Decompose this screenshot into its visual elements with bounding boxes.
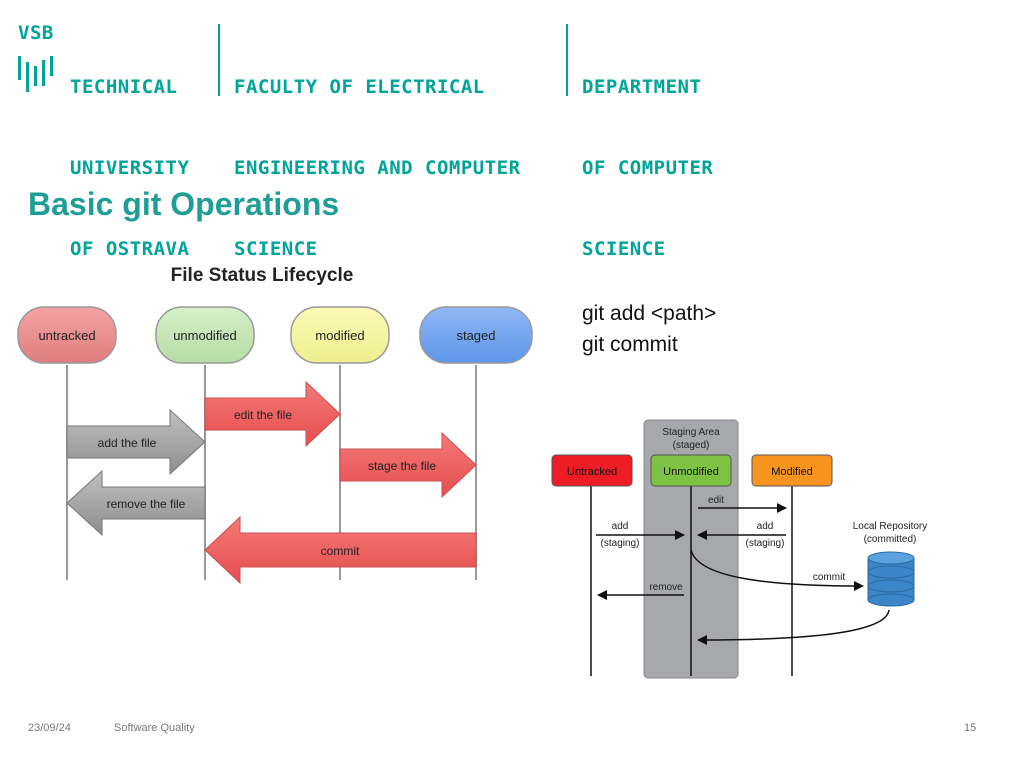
faculty-name: FACULTY OF ELECTRICAL ENGINEERING AND CO… <box>234 20 521 317</box>
arrow-remove-the-file <box>66 469 206 537</box>
faculty-line-2: ENGINEERING AND COMPUTER <box>234 157 521 179</box>
arrow-add-the-file <box>66 408 206 476</box>
state-staged <box>419 306 533 364</box>
state-untracked <box>551 454 633 487</box>
university-line-2: UNIVERSITY <box>70 157 190 179</box>
footer-date: 23/09/24 <box>28 722 71 734</box>
header-divider <box>218 24 220 96</box>
staging-area-sublabel: (staged) <box>673 440 710 451</box>
page-number: 15 <box>964 722 977 734</box>
arrow-add-left-sublabel: (staging) <box>601 538 640 549</box>
university-line-1: TECHNICAL <box>70 76 178 98</box>
arrow-checkout <box>697 609 890 645</box>
command-git-commit: git commit <box>582 333 678 356</box>
state-modified <box>290 306 390 364</box>
arrow-stage-the-file <box>339 431 477 499</box>
state-modified-label: Modified <box>771 466 813 478</box>
department-name: DEPARTMENT OF COMPUTER SCIENCE <box>582 20 713 317</box>
university-line-3: OF OSTRAVA <box>70 238 190 260</box>
state-modified-label: modified <box>315 328 364 343</box>
command-git-add: git add <path> <box>582 302 717 325</box>
state-staged-label: staged <box>456 328 495 343</box>
staging-area-label: Staging Area <box>662 427 720 438</box>
university-name: TECHNICAL UNIVERSITY OF OSTRAVA <box>70 20 189 317</box>
arrow-add-left-label: add <box>612 521 629 532</box>
department-line-2: OF COMPUTER <box>582 157 714 179</box>
state-unmodified-label: unmodified <box>173 328 237 343</box>
arrow-remove-label: remove the file <box>107 497 186 511</box>
arrow-remove-label: remove <box>649 582 683 593</box>
repository-label: Local Repository <box>853 521 927 532</box>
state-unmodified <box>650 454 732 487</box>
arrow-edit-label: edit <box>708 495 724 506</box>
repository-sublabel: (committed) <box>864 534 917 545</box>
arrow-commit-label: commit <box>813 572 845 583</box>
lifecycle-title: File Status Lifecycle <box>171 265 354 286</box>
arrow-edit-the-file <box>204 380 341 448</box>
state-unmodified <box>155 306 255 364</box>
staging-area-diagram: Staging Area (staged) Untracked Unmodifi… <box>551 419 927 679</box>
arrow-commit <box>690 549 864 591</box>
faculty-line-3: SCIENCE <box>234 238 318 260</box>
header-divider <box>566 24 568 96</box>
department-line-3: SCIENCE <box>582 238 666 260</box>
university-logo-text: VSB <box>18 22 54 44</box>
state-untracked-label: untracked <box>38 328 95 343</box>
state-unmodified-label: Unmodified <box>663 466 719 478</box>
arrow-commit-label: commit <box>321 544 360 558</box>
department-line-1: DEPARTMENT <box>582 76 702 98</box>
git-commands: git add <path> git commit <box>582 298 716 360</box>
footer-course: Software Quality <box>114 722 195 734</box>
arrow-add-right-sublabel: (staging) <box>746 538 785 549</box>
arrow-add-right-label: add <box>757 521 774 532</box>
arrow-add-label: add the file <box>98 436 157 450</box>
arrow-stage-label: stage the file <box>368 459 436 473</box>
university-logo-icon <box>18 56 53 92</box>
file-status-lifecycle-diagram: File Status Lifecycle untracked unmodifi… <box>17 265 533 585</box>
slide-title: Basic git Operations <box>28 186 340 222</box>
database-icon <box>867 551 915 607</box>
state-modified <box>751 454 833 487</box>
faculty-line-1: FACULTY OF ELECTRICAL <box>234 76 485 98</box>
state-untracked <box>17 306 117 364</box>
arrow-commit <box>204 515 477 585</box>
state-untracked-label: Untracked <box>567 466 617 478</box>
arrow-edit-label: edit the file <box>234 408 292 422</box>
